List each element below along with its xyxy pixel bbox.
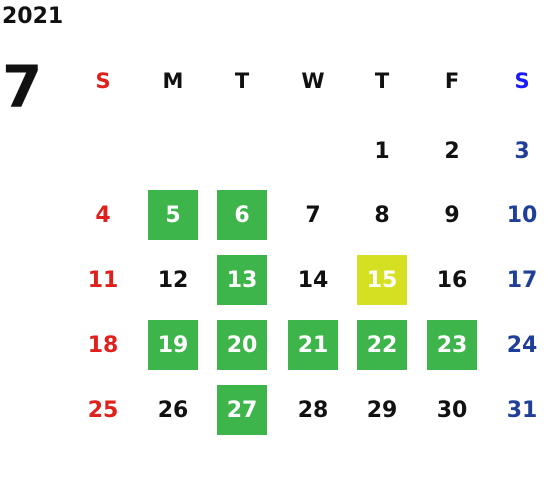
day-cell-highlighted[interactable]: 5	[148, 190, 198, 240]
day-cell-highlighted[interactable]: 19	[148, 320, 198, 370]
day-cell[interactable]: 3	[514, 138, 530, 164]
day-cell[interactable]: 8	[374, 202, 390, 228]
day-cell[interactable]: 28	[297, 397, 329, 423]
day-cell-highlighted[interactable]: 13	[217, 255, 267, 305]
weekday-header: T	[234, 69, 250, 93]
day-cell[interactable]: 29	[366, 397, 398, 423]
weekday-header: M	[162, 69, 184, 93]
day-cell[interactable]: 11	[87, 267, 119, 293]
day-cell[interactable]: 31	[506, 397, 538, 423]
weekday-header: F	[444, 69, 460, 93]
day-cell-highlighted[interactable]: 23	[427, 320, 477, 370]
day-cell[interactable]: 14	[297, 267, 329, 293]
day-cell[interactable]: 10	[506, 202, 538, 228]
day-cell-highlighted[interactable]: 22	[357, 320, 407, 370]
day-cell[interactable]: 26	[157, 397, 189, 423]
day-cell[interactable]: 25	[87, 397, 119, 423]
year-label: 2021	[2, 4, 64, 29]
day-cell-highlighted[interactable]: 6	[217, 190, 267, 240]
day-cell[interactable]: 2	[444, 138, 460, 164]
day-cell[interactable]: 9	[444, 202, 460, 228]
weekday-header: S	[514, 69, 530, 93]
day-cell[interactable]: 18	[87, 332, 119, 358]
weekday-header: T	[374, 69, 390, 93]
day-cell[interactable]: 16	[436, 267, 468, 293]
day-cell[interactable]: 24	[506, 332, 538, 358]
day-cell-highlighted[interactable]: 27	[217, 385, 267, 435]
weekday-header: S	[95, 69, 111, 93]
day-cell-highlighted[interactable]: 20	[217, 320, 267, 370]
day-cell[interactable]: 4	[95, 202, 111, 228]
month-number: 7	[2, 53, 43, 121]
day-cell-today[interactable]: 15	[357, 255, 407, 305]
day-cell[interactable]: 30	[436, 397, 468, 423]
day-cell-highlighted[interactable]: 21	[288, 320, 338, 370]
day-cell[interactable]: 12	[157, 267, 189, 293]
day-cell[interactable]: 1	[374, 138, 390, 164]
weekday-header: W	[301, 69, 325, 93]
day-cell[interactable]: 7	[305, 202, 321, 228]
day-cell[interactable]: 17	[506, 267, 538, 293]
